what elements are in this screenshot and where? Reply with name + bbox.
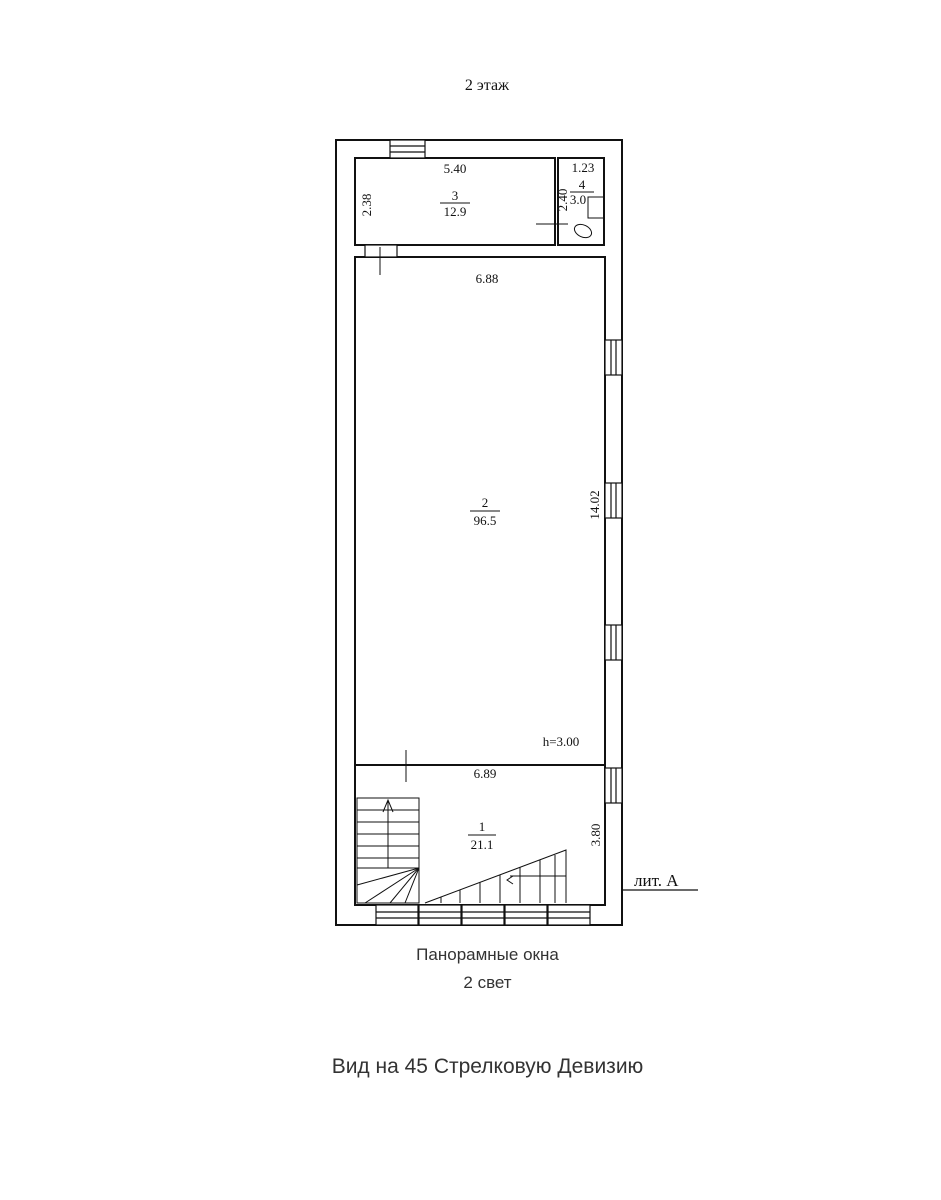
room-4-length: 2.40 <box>555 189 570 212</box>
room-4-width: 1.23 <box>572 160 595 175</box>
view-caption: Вид на 45 Стрелковую Девизию <box>331 1055 644 1078</box>
building-label: лит. А <box>634 871 679 890</box>
room-labels: 5.40 3 12.9 2.38 1.23 4 3.0 2.40 6.88 2 … <box>359 160 603 852</box>
room-1-number: 1 <box>479 819 486 834</box>
stairs <box>356 797 567 904</box>
room-3-area: 12.9 <box>444 204 467 219</box>
room-2-width: 6.88 <box>476 271 499 286</box>
room-2-height: h=3.00 <box>543 734 580 749</box>
room-3-length: 2.38 <box>359 194 374 217</box>
room-2-length: 14.02 <box>587 490 602 519</box>
windows <box>364 139 623 926</box>
walls <box>335 139 623 926</box>
windows-caption: Панорамные окна <box>416 945 559 964</box>
room-1-length: 3.80 <box>588 824 603 847</box>
room-1-width: 6.89 <box>474 766 497 781</box>
light-caption: 2 свет <box>463 973 512 992</box>
room-2-number: 2 <box>482 495 489 510</box>
floor-title: 2 этаж <box>465 77 510 94</box>
room-4-area: 3.0 <box>570 192 586 207</box>
room-3-number: 3 <box>452 188 459 203</box>
room-3-width: 5.40 <box>444 161 467 176</box>
room-2-area: 96.5 <box>474 513 497 528</box>
room-4-number: 4 <box>579 177 586 192</box>
room-1-area: 21.1 <box>471 837 494 852</box>
fixtures <box>379 196 605 782</box>
